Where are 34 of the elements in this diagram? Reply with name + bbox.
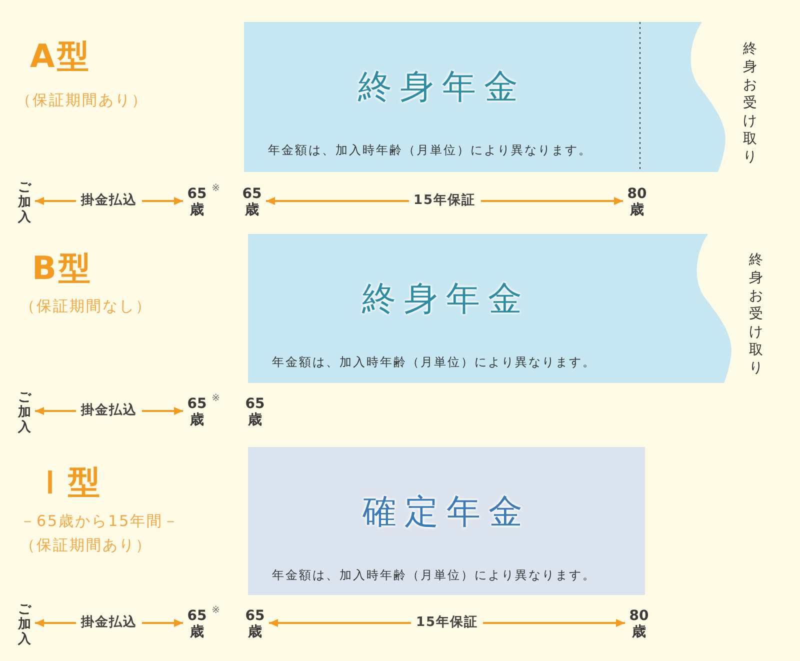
edge-label: 掛金払込 <box>76 403 142 419</box>
vertical-label: ご加入 <box>17 390 32 435</box>
vertical-label: ご加入 <box>17 602 32 647</box>
side-note: 終身お受け取り <box>748 251 764 377</box>
edge-label: 掛金払込 <box>76 193 142 209</box>
side-note: 終身お受け取り <box>742 40 758 166</box>
age-label: 65$^{※}$歳 <box>186 394 220 428</box>
band-note: 年金額は、加入時年齢（月単位）により異なります。 <box>272 568 596 582</box>
age-label: 65$^{※}$歳 <box>186 606 220 640</box>
plan-heading: Ｉ型 <box>34 466 102 498</box>
plan-subtitle: （保証期間なし） <box>20 298 152 314</box>
age-label: 65歳 <box>244 606 266 640</box>
age-label: 65歳 <box>241 184 263 218</box>
vertical-label: ご加入 <box>17 180 32 225</box>
annuity-band <box>248 447 645 595</box>
plan-heading: B型 <box>32 252 92 284</box>
edge-label: 掛金払込 <box>76 615 142 631</box>
edge-label: 15年保証 <box>410 615 484 631</box>
plan-subtitle: （保証期間あり） <box>16 92 148 108</box>
plan-heading: A型 <box>30 40 91 72</box>
age-label: 65$^{※}$歳 <box>186 184 220 218</box>
plan-subtitle: －65歳から15年間－ <box>20 513 180 530</box>
plan-subtitle: （保証期間あり） <box>20 537 152 554</box>
age-label: 80歳 <box>628 606 650 640</box>
band-note: 年金額は、加入時年齢（月単位）により異なります。 <box>272 355 596 369</box>
band-title: 終身年金 <box>358 69 526 106</box>
annuity-band <box>248 234 734 383</box>
age-label: 80歳 <box>626 184 648 218</box>
band-title: 終身年金 <box>362 281 530 318</box>
band-title: 確定年金 <box>362 494 530 532</box>
edge-label: 15年保証 <box>408 193 481 209</box>
annuity-band <box>244 22 728 172</box>
band-note: 年金額は、加入時年齢（月単位）により異なります。 <box>268 143 592 157</box>
age-label: 65歳 <box>244 395 266 428</box>
